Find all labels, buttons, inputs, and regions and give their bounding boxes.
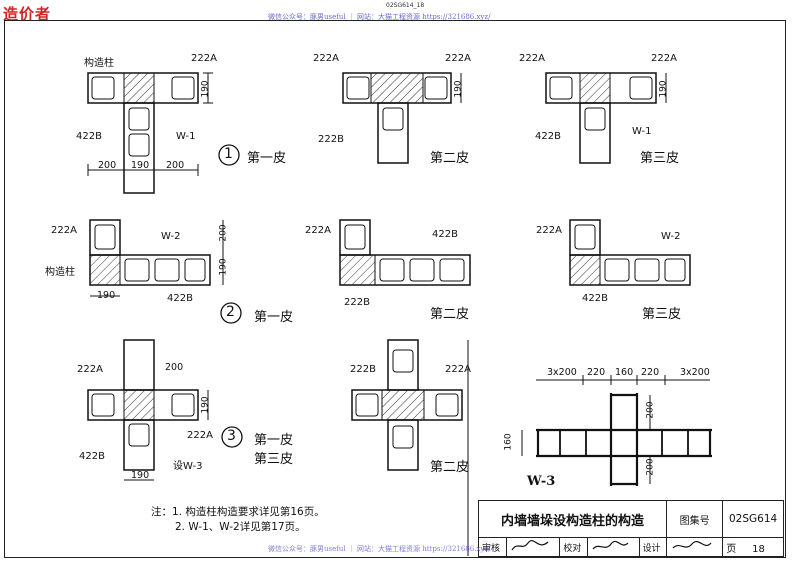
detail-3-second [351,339,463,471]
label-col-1: 构造柱 [84,58,114,69]
file-code: 02SG614_18 [386,2,425,9]
label-222a-5: 222A [651,53,677,64]
page-value: 18 [752,543,765,555]
label-w2-1: W-2 [161,231,181,242]
dim-w3-220-left: 220 [587,367,606,378]
course-2-third: 第三皮 [642,307,682,322]
course-3-first: 第一皮 [254,433,294,448]
label-222a-9: 222A [77,364,103,375]
label-w2-2: W-2 [661,231,681,242]
dim-w3-160: 160 [615,367,634,378]
label-422b-2: 422B [535,131,561,142]
w3-mesh [521,375,712,486]
detail-3-first [87,339,243,481]
label-w1-2: W-1 [632,126,652,137]
page-label: 页 [726,543,737,555]
marker-1: 1 [224,146,233,162]
label-setw3: 设W-3 [173,461,203,472]
dim-190-4: 190 [97,290,116,301]
review-signature [505,537,561,557]
course-1-second: 第二皮 [430,151,470,166]
detail-1-second [342,72,462,164]
dim-w3-3x200-right: 3x200 [680,367,710,378]
watermark-top: 微信公众号：豚男useful ｜ 网站：大猫工程资源 https://32168… [268,13,491,21]
label-422b-6: 422B [79,451,105,462]
note-line-1: 注：1. 构造柱构造要求详见第16页。 [151,506,325,518]
brand-logo: 造价者 [3,5,52,23]
detail-2-third [569,219,691,286]
label-222b-3: 222B [350,364,376,375]
label-col-2: 构造柱 [45,267,75,278]
marker-2: 2 [226,304,235,320]
atlas-value: 02SG614 [722,500,784,538]
dim-200-1c: 200 [166,160,185,171]
dim-w3-220-right: 220 [641,367,660,378]
label-222a-10: 222A [187,430,213,441]
course-2-first: 第一皮 [254,310,294,325]
title-block: 内墙墙垛设构造柱的构造 图集号 02SG614 审核 校对 设计 页 18 [477,500,784,557]
label-222b-2: 222B [344,297,370,308]
dim-190-1b: 190 [131,160,150,171]
design-signature [666,537,724,557]
dim-190-1v: 190 [200,80,211,98]
course-3-third: 第三皮 [254,452,294,467]
dim-w3-160-v: 160 [503,433,514,451]
label-222b-1: 222B [318,134,344,145]
w3-label: W-3 [527,474,556,489]
review-label: 审核 [478,537,507,557]
label-422b-5: 422B [582,293,608,304]
watermark-bottom: 微信公众号：豚男useful ｜ 网站：大猫工程资源 https://32168… [268,545,491,553]
design-label: 设计 [638,537,668,557]
label-222a-1: 222A [191,53,217,64]
label-222a-8: 222A [536,225,562,236]
label-422b-3: 422B [167,293,193,304]
label-222a-11: 222A [445,364,471,375]
atlas-label: 图集号 [666,500,724,538]
dim-190-3v: 190 [658,80,669,98]
label-222a-3: 222A [445,53,471,64]
detail-2-second [339,219,471,286]
course-1-first: 第一皮 [247,151,287,166]
dim-190-7: 190 [131,470,150,481]
page-cell: 页 18 [722,537,784,557]
course-1-third: 第三皮 [640,151,680,166]
label-222a-2: 222A [313,53,339,64]
course-2-second: 第二皮 [430,307,470,322]
dim-w3-3x200-left: 3x200 [547,367,577,378]
dim-200-4v: 200 [218,224,229,242]
check-label: 校对 [559,537,588,557]
label-222a-7: 222A [305,225,331,236]
detail-1-third [545,72,667,164]
label-w1-1: W-1 [176,131,196,142]
drawing-frame [4,20,786,558]
dim-w3-200-bottom: 200 [645,458,656,476]
label-222a-4: 222A [519,53,545,64]
label-422b-4: 422B [432,229,458,240]
drawing-title: 内墙墙垛设构造柱的构造 [477,500,668,538]
dim-200-1a: 200 [98,160,117,171]
dim-200-6: 200 [165,362,184,373]
dim-w3-200-top: 200 [645,401,656,419]
course-3-second: 第二皮 [430,460,470,475]
dim-190-2v: 190 [453,80,464,98]
label-222a-6: 222A [51,225,77,236]
detail-1-first [87,72,240,194]
label-422b-1: 422B [76,131,102,142]
check-signature [586,537,640,557]
dim-190-5v: 190 [218,258,229,276]
dim-190-6v: 190 [200,396,211,414]
detail-2-first [89,219,242,324]
note-line-2: 2. W-1、W-2详见第17页。 [175,521,306,533]
marker-3: 3 [227,428,236,444]
